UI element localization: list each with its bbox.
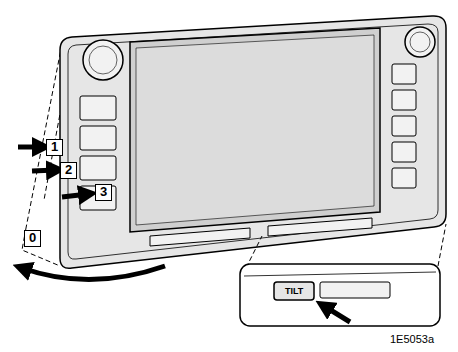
screen-inner [136, 35, 374, 225]
slot [320, 282, 390, 298]
display-panel [60, 16, 446, 268]
tilt-button [274, 282, 314, 300]
button-label: TILT [285, 287, 303, 296]
callout-number: 1 [46, 139, 63, 156]
figure-code: 1E5053a [390, 334, 434, 345]
right-knob [405, 27, 435, 57]
side-buttons [392, 64, 416, 188]
inset-frame [240, 264, 440, 326]
bottom-slots [150, 218, 372, 246]
tilt-arrow [22, 266, 165, 280]
press-arrow [324, 306, 350, 322]
callout-number: 3 [95, 184, 112, 201]
screen [130, 28, 380, 232]
panel-bezel [68, 24, 438, 259]
inset-leaders [246, 224, 446, 268]
left-knob [83, 40, 123, 80]
callout-number: 0 [24, 230, 41, 247]
callout-number: 2 [60, 162, 77, 179]
